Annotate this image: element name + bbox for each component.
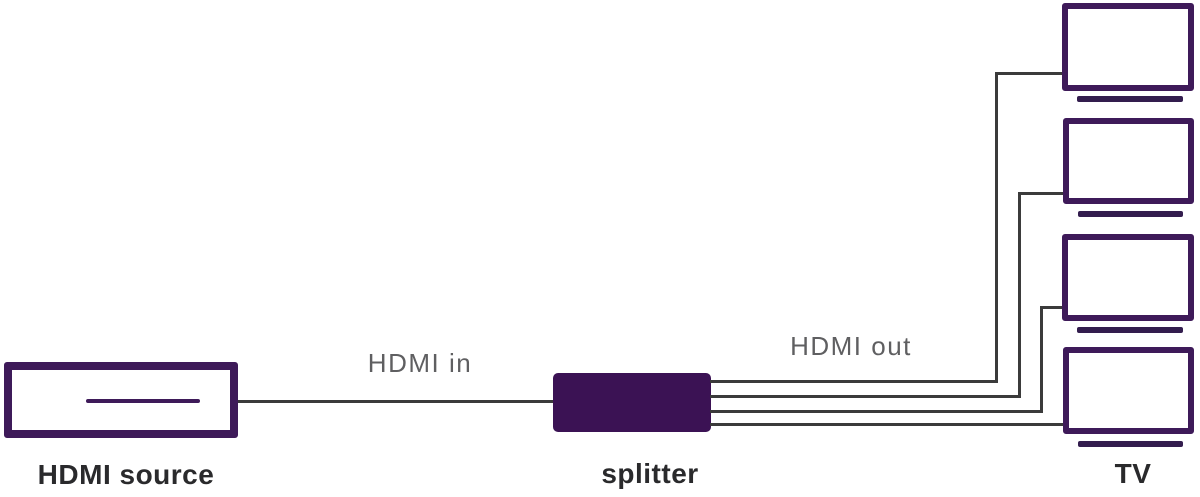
wire-out2-vertical <box>1018 192 1021 398</box>
wire-out2-to-tv2 <box>1018 192 1063 195</box>
wire-out1-vertical <box>995 72 998 383</box>
tv-stand-3 <box>1077 327 1183 333</box>
wire-out1-to-tv1 <box>995 72 1062 75</box>
wire-out3-horizontal <box>710 410 1043 413</box>
wire-out2-horizontal <box>710 395 1021 398</box>
tv-node-1 <box>1062 3 1194 91</box>
wire-out3-to-tv3 <box>1040 306 1062 309</box>
wire-out1-horizontal <box>710 380 998 383</box>
hdmi-source-label: HDMI source <box>37 459 215 490</box>
tv-stand-2 <box>1078 211 1183 217</box>
hdmi-out-label: HDMI out <box>790 331 912 361</box>
hdmi-in-label: HDMI in <box>367 348 473 378</box>
splitter-label: splitter <box>601 458 699 489</box>
wire-out3-vertical <box>1040 306 1043 413</box>
tv-node-3 <box>1062 234 1194 321</box>
tv-stand-1 <box>1077 96 1183 102</box>
tv-label: TV <box>1114 458 1152 489</box>
tv-node-2 <box>1063 118 1194 204</box>
splitter-node <box>553 373 711 432</box>
wire-source-to-splitter <box>238 400 553 403</box>
wire-out4-to-tv4 <box>710 423 1063 426</box>
hdmi-source-slot-icon <box>86 399 200 403</box>
tv-stand-4 <box>1078 441 1183 447</box>
tv-node-4 <box>1063 347 1194 434</box>
